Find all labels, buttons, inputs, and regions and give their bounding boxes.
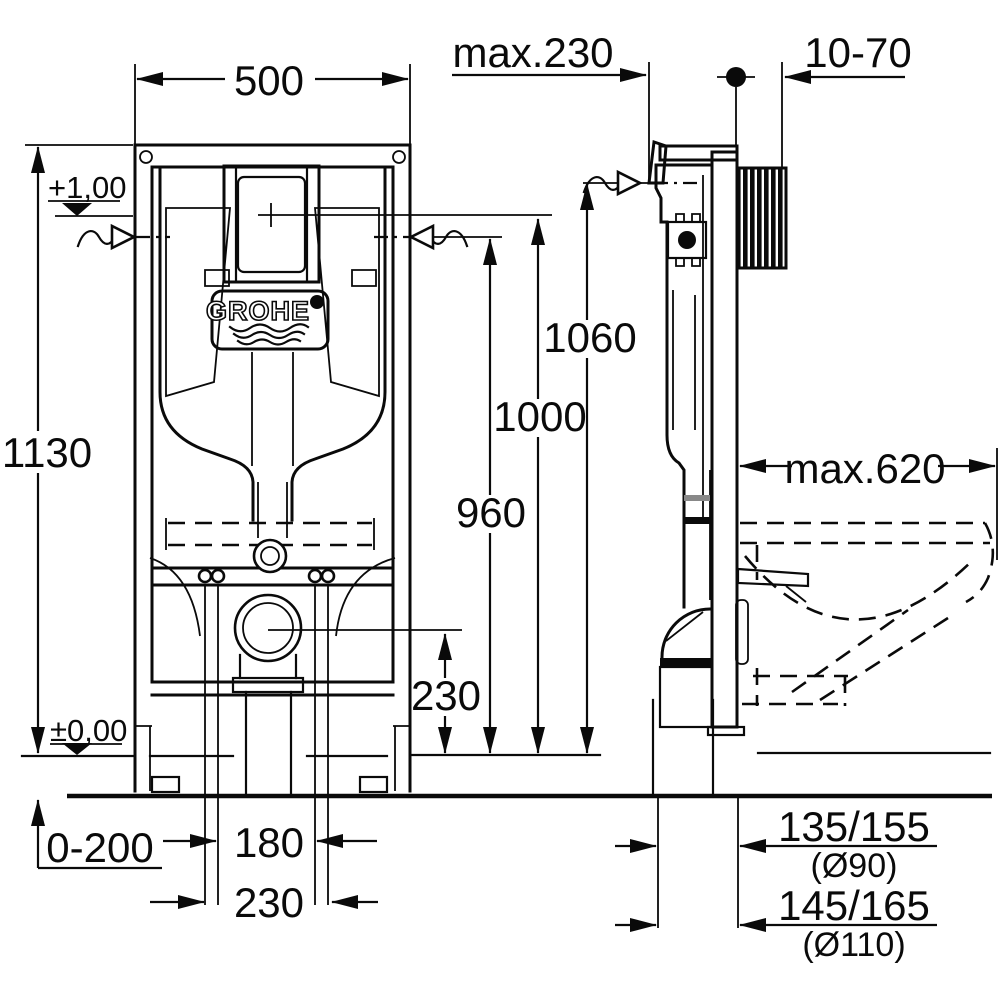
right-foot-plate	[358, 775, 389, 794]
dim-label-1000: 1000	[493, 393, 586, 440]
side-drain-elbow	[651, 607, 715, 798]
side-view	[647, 139, 995, 798]
dim-label-width: 500	[234, 57, 304, 104]
fixing-rods	[197, 568, 336, 905]
dim-label-dia90: (Ø90)	[811, 847, 898, 885]
frame-outline	[133, 143, 412, 794]
dim-label-0-200: 0-200	[46, 824, 153, 871]
dim-label-outlet-height: 230	[411, 672, 481, 719]
level-label-upper: +1,00	[48, 170, 126, 205]
floor-lines	[20, 751, 992, 799]
dim-label-total-height: 1130	[2, 429, 92, 476]
toilet-bowl-outline	[740, 521, 995, 706]
dim-label-135-155: 135/155	[778, 803, 930, 850]
reference-dot-icon	[726, 67, 746, 87]
dim-label-230: 230	[234, 879, 304, 926]
level-triangle-icon	[62, 203, 92, 216]
side-rail	[710, 150, 739, 729]
flush-plate-frame	[222, 164, 321, 284]
side-cistern-profile	[654, 163, 714, 609]
template-dashed-lines	[165, 518, 375, 550]
brand-badge: GROHE	[205, 289, 330, 351]
drain-outlet	[149, 557, 396, 797]
dim-label-max620: max.620	[784, 445, 945, 492]
side-foot	[706, 725, 746, 737]
water-supply-arrow-icon	[408, 223, 469, 251]
fixing-block	[666, 213, 708, 267]
wall-anchor-hatch	[735, 166, 788, 270]
dim-label-960: 960	[456, 489, 526, 536]
brand-logo-text: GROHE	[206, 296, 310, 326]
right-water-channel	[314, 207, 380, 398]
bowl-support-arm	[736, 567, 810, 588]
dim-label-dia110: (Ø110)	[802, 926, 905, 964]
left-foot-plate	[150, 775, 181, 794]
mounting-strip	[735, 599, 749, 665]
brand-dot-icon	[310, 295, 324, 309]
dimensions: 500 1130 +1,00 ±0,00 max.230 10-70 1060 …	[2, 29, 998, 964]
cistern	[158, 168, 387, 538]
dim-label-1060: 1060	[543, 314, 636, 361]
level-triangle-icon	[62, 743, 92, 755]
finished-floor-line	[20, 751, 992, 758]
left-water-channel	[165, 207, 231, 398]
water-supply-arrow-icon	[76, 223, 137, 251]
water-supply-arrow-icon	[582, 169, 643, 197]
level-label-floor: ±0,00	[50, 713, 127, 748]
dim-label-10-70: 10-70	[804, 29, 911, 76]
flush-pipe-circle	[252, 538, 288, 574]
extension-lines	[25, 62, 998, 928]
dim-label-max230: max.230	[452, 29, 613, 76]
front-view: GROHE	[133, 143, 412, 905]
brand-wave-icon	[228, 323, 310, 333]
dim-label-180: 180	[234, 819, 304, 866]
dim-label-145-165: 145/165	[778, 882, 930, 929]
